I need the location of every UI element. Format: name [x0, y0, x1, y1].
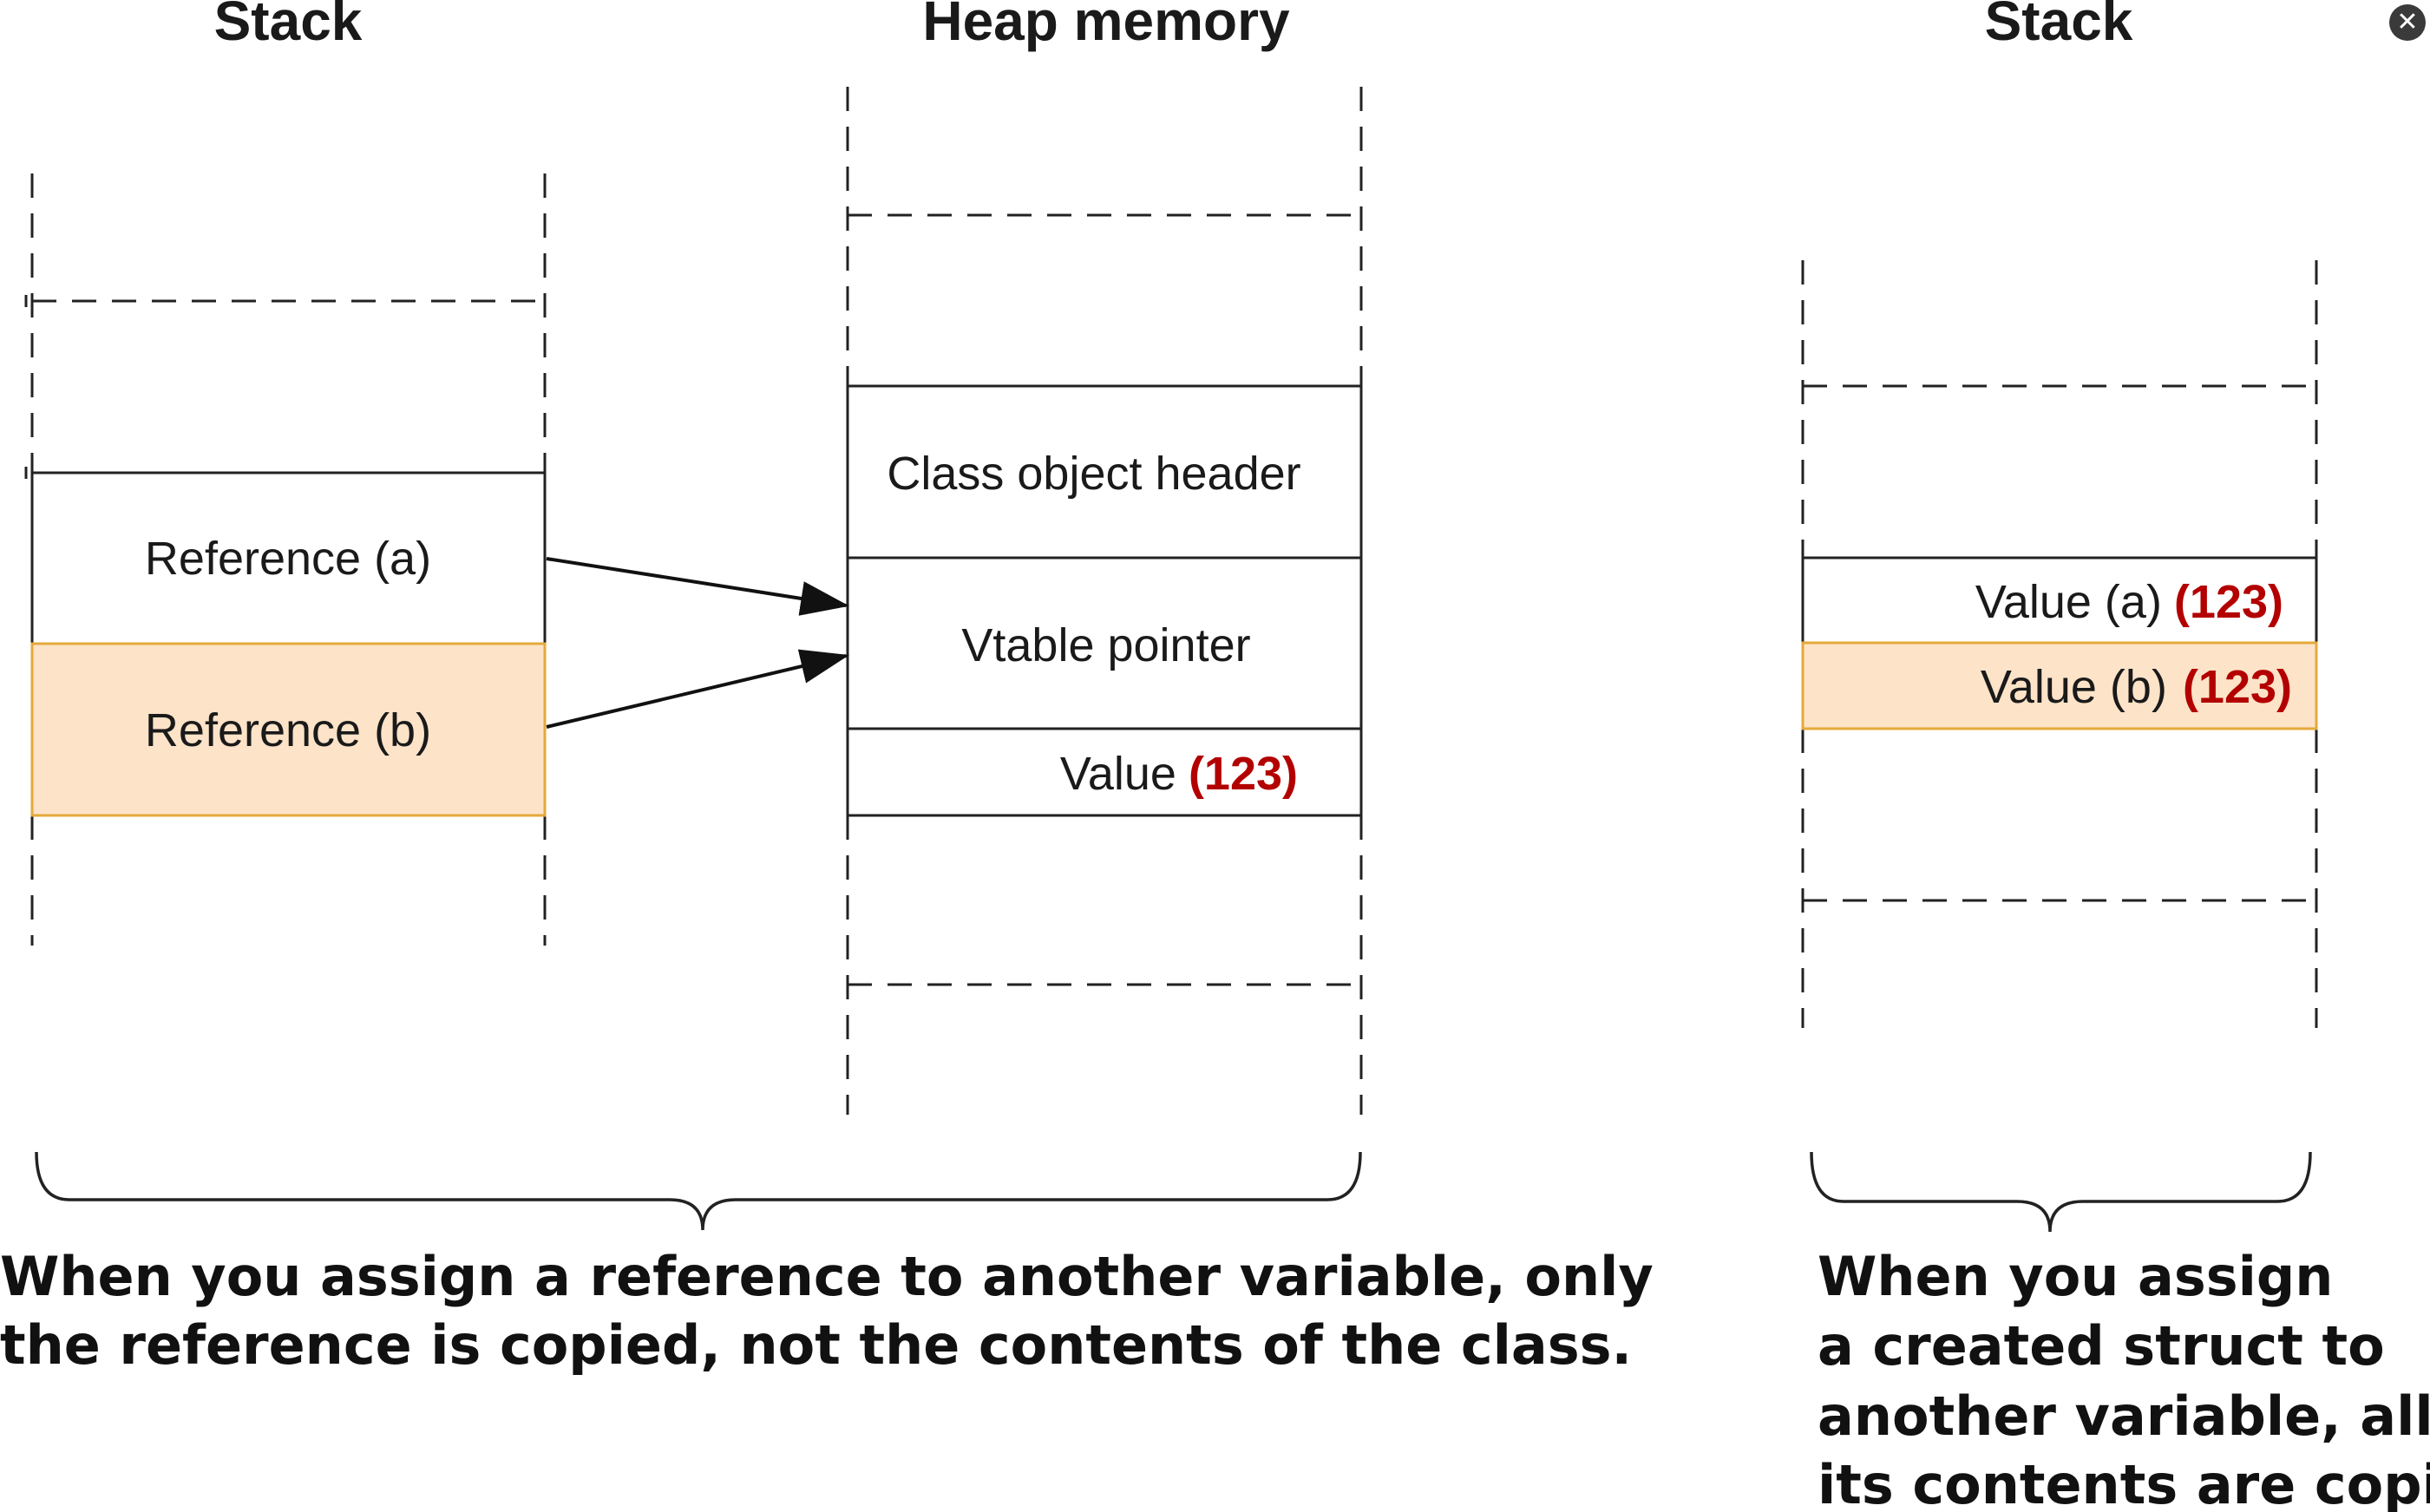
class-caption-line-1: When you assign a reference to another v… — [0, 1245, 1654, 1308]
vtable-pointer-cell — [846, 556, 1363, 730]
value-a-text: Value (a)(123) — [1975, 576, 2283, 628]
value-a-label: Value (a) — [1975, 576, 2162, 628]
value-b-number: (123) — [2183, 661, 2292, 713]
struct-caption-line-3: another variable, all of — [1818, 1384, 2430, 1448]
reference-b-cell — [30, 642, 547, 817]
heap-value-number: (123) — [1189, 748, 1298, 800]
reference-b-label: Reference (b) — [145, 704, 431, 756]
class-brace — [35, 1151, 1362, 1231]
value-a-number: (123) — [2174, 576, 2283, 628]
right-stack-column: Value (a)(123) Value (b)(123) — [1801, 260, 2318, 1028]
heap-value-cell — [846, 727, 1363, 817]
heap-value-label: Value — [1060, 748, 1176, 800]
struct-brace — [1810, 1151, 2312, 1233]
left-stack-title: Stack — [214, 0, 363, 52]
left-stack-column: Reference (a) Reference (b) — [24, 173, 547, 946]
reference-a-cell — [30, 471, 547, 645]
struct-caption-line-1: When you assign — [1818, 1245, 2333, 1308]
class-caption-line-2: the reference is copied, not the content… — [0, 1313, 1632, 1377]
heap-memory-title: Heap memory — [922, 0, 1290, 52]
right-stack-title: Stack — [1985, 0, 2133, 52]
reference-b-arrow — [546, 649, 849, 729]
reference-a-arrow — [546, 557, 849, 616]
value-b-cell — [1801, 641, 2318, 730]
value-b-text: Value (b) (123) — [1981, 661, 2292, 713]
struct-caption-line-2: a created struct to — [1818, 1314, 2385, 1378]
heap-value-text: Value(123) — [1060, 748, 1298, 800]
class-object-header-label: Class object header — [887, 448, 1300, 500]
vtable-pointer-label: Vtable pointer — [961, 619, 1250, 671]
value-b-label: Value (b) — [1981, 661, 2167, 713]
reference-a-label: Reference (a) — [145, 533, 431, 585]
value-a-cell — [1801, 556, 2318, 645]
close-button[interactable]: ✕ — [2389, 4, 2426, 41]
struct-caption-line-4: its contents are copied. — [1818, 1453, 2430, 1512]
close-icon: ✕ — [2396, 7, 2419, 37]
heap-memory-column: Class object header Vtable pointer Value… — [846, 87, 1363, 1115]
